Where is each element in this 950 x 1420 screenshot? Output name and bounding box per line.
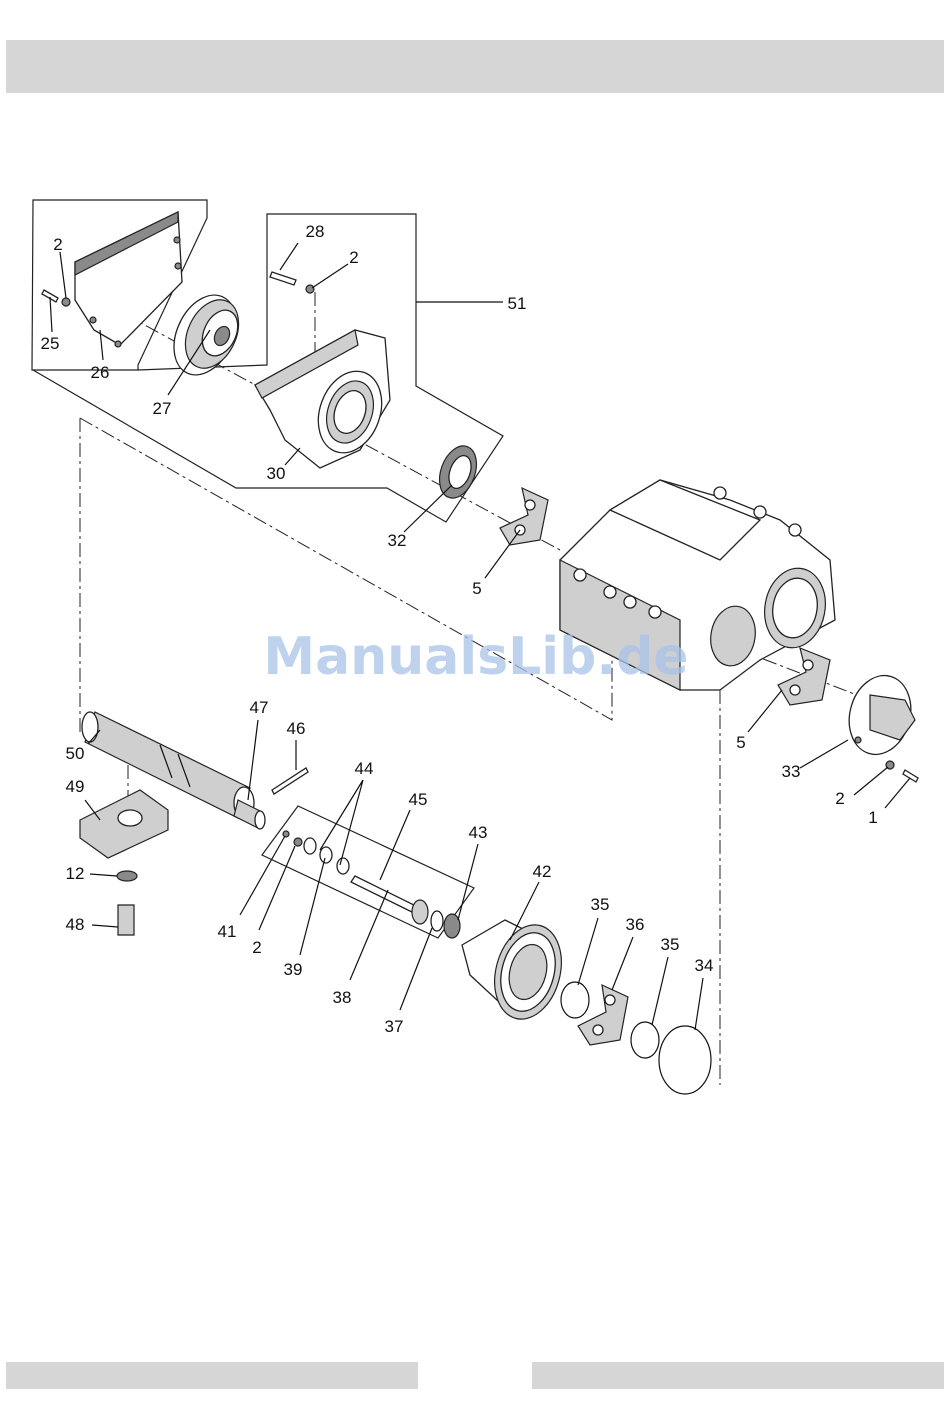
callout-5: 5 — [472, 579, 481, 598]
end-cover-33 — [841, 669, 920, 762]
callout-5: 5 — [736, 733, 745, 752]
callout-48: 48 — [66, 915, 85, 934]
cover-plate-26 — [75, 212, 182, 347]
bolt-1 — [903, 770, 918, 782]
callout-28: 28 — [306, 222, 325, 241]
callout-49: 49 — [66, 777, 85, 796]
ring-35b — [631, 1022, 659, 1058]
ring-39 — [337, 858, 349, 874]
gear-42 — [462, 917, 571, 1026]
callout-36: 36 — [626, 915, 645, 934]
washer-12 — [117, 871, 137, 881]
callout-2: 2 — [252, 938, 261, 957]
callout-46: 46 — [287, 719, 306, 738]
callout-32: 32 — [388, 531, 407, 550]
shaft-50 — [82, 712, 254, 819]
callout-25: 25 — [41, 334, 60, 353]
callout-39: 39 — [284, 960, 303, 979]
callout-41: 41 — [218, 922, 237, 941]
seal-43 — [444, 914, 460, 938]
bolt-28 — [270, 272, 314, 293]
seal-32 — [433, 441, 483, 503]
callout-35: 35 — [591, 895, 610, 914]
callout-2: 2 — [349, 248, 358, 267]
ring-35a — [561, 982, 589, 1018]
ring-44a — [304, 838, 316, 854]
bearing-36 — [578, 985, 628, 1045]
footer-bar-left — [6, 1362, 418, 1389]
callout-26: 26 — [91, 363, 110, 382]
callout-45: 45 — [409, 790, 428, 809]
circlip-37 — [431, 911, 443, 931]
snap-ring-34 — [659, 1026, 711, 1094]
footer-bar-right — [532, 1362, 944, 1389]
nipple-41 — [283, 831, 289, 837]
pin-46 — [272, 768, 308, 794]
callout-2: 2 — [53, 235, 62, 254]
callout-38: 38 — [333, 988, 352, 1007]
callout-37: 37 — [385, 1017, 404, 1036]
callout-50: 50 — [66, 744, 85, 763]
watermark: ManualsLib.de — [263, 627, 688, 687]
callout-44: 44 — [355, 759, 374, 778]
pulley-27 — [162, 285, 249, 385]
bearing-housing-30 — [255, 330, 393, 468]
callout-43: 43 — [469, 823, 488, 842]
bearing-5-upper — [500, 488, 548, 545]
callout-42: 42 — [533, 862, 552, 881]
callout-51: 51 — [508, 294, 527, 313]
ring-44b — [320, 847, 332, 863]
callout-33: 33 — [782, 762, 801, 781]
callout-12: 12 — [66, 864, 85, 883]
callout-47: 47 — [250, 698, 269, 717]
callout-2: 2 — [835, 789, 844, 808]
callout-1: 1 — [868, 808, 877, 827]
washer-2-lower — [294, 838, 302, 846]
spindle-collar — [412, 900, 428, 924]
clamp-49 — [80, 790, 168, 858]
bolt-48 — [118, 905, 134, 935]
callout-30: 30 — [267, 464, 286, 483]
callout-27: 27 — [153, 399, 172, 418]
bearing-5-lower — [778, 648, 830, 705]
callout-34: 34 — [695, 956, 714, 975]
callout-35: 35 — [661, 935, 680, 954]
